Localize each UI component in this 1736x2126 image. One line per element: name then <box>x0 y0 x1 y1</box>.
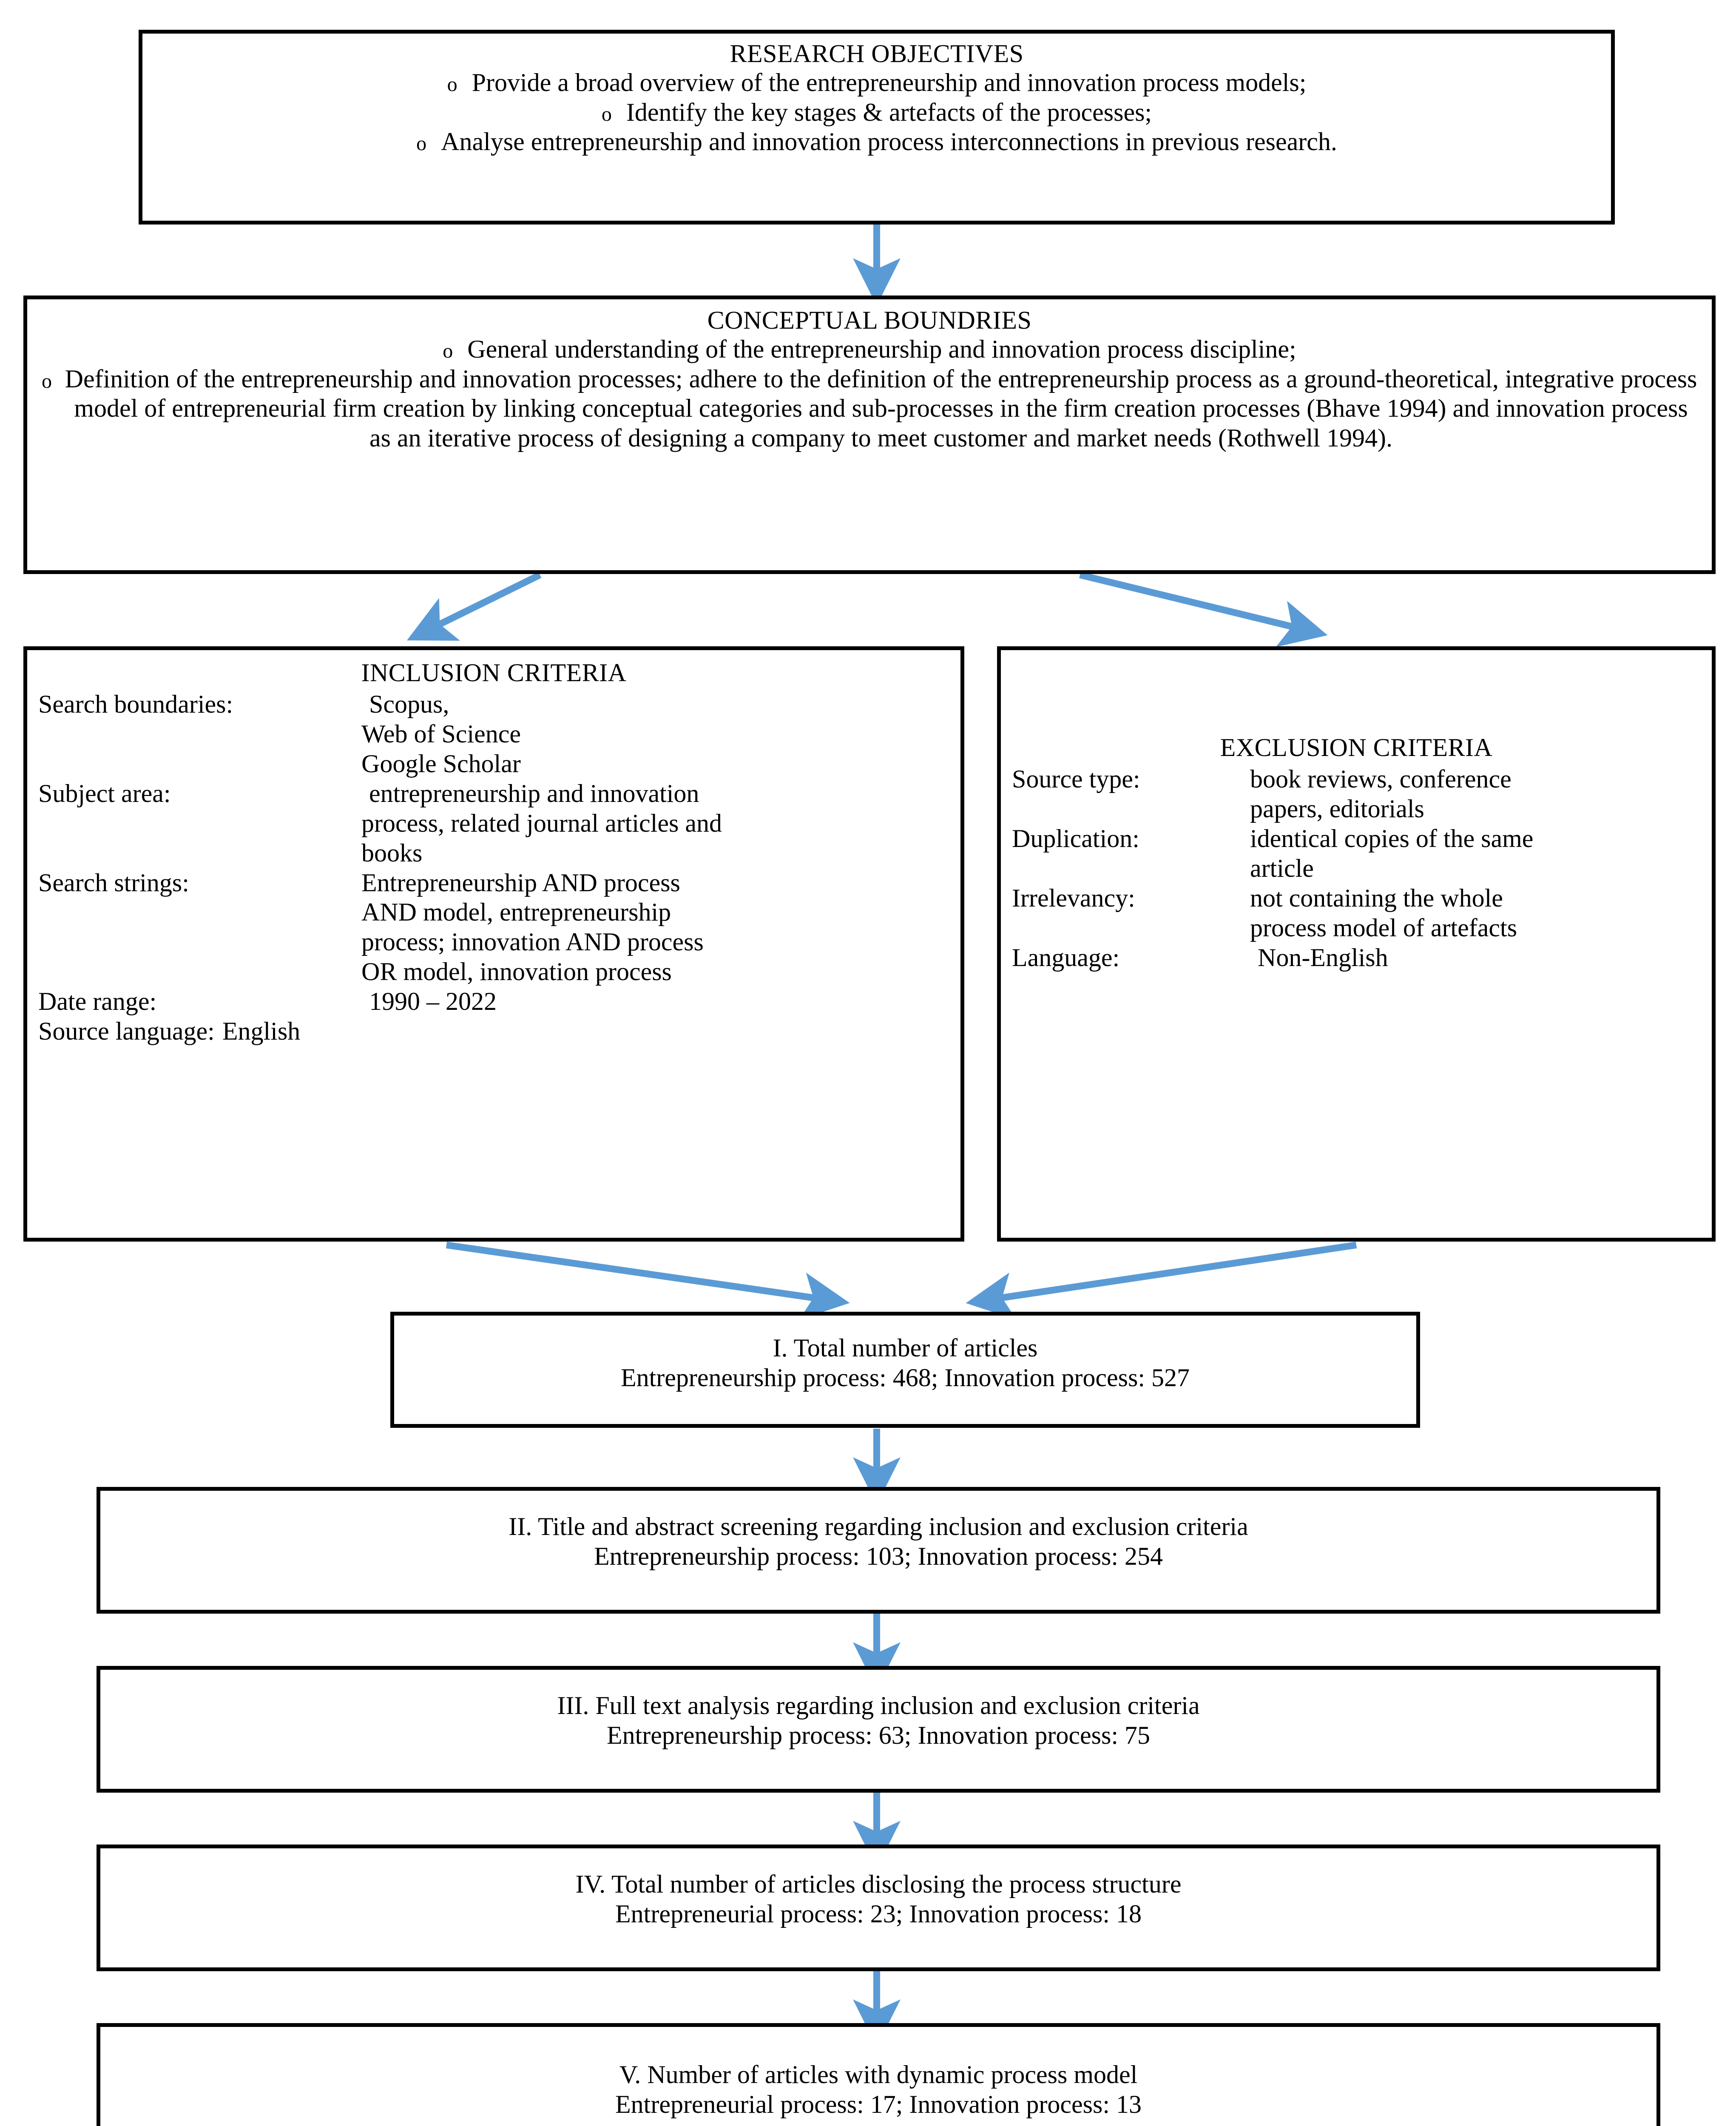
inclusion-value-line: AND model, entrepreneurship <box>361 898 671 927</box>
exclusion-row-key: Irrelevancy: <box>1012 884 1135 912</box>
inclusion-row-key: Subject area: <box>38 779 171 807</box>
exclusion-row-key: Source type: <box>1012 765 1140 793</box>
inclusion-criteria-box: INCLUSION CRITERIA Search boundaries: Sc… <box>23 646 964 1242</box>
inclusion-value-line: OR model, innovation process <box>361 958 672 986</box>
exclusion-value-line: identical copies of the same <box>1250 824 1534 853</box>
exclusion-row-values: Non-English <box>1250 943 1701 973</box>
bullet-glyph-icon: o <box>416 132 427 155</box>
exclusion-value-line: Non-English <box>1258 943 1388 972</box>
conceptual-boundaries-box: CONCEPTUAL BOUNDRIES o General understan… <box>23 296 1716 574</box>
exclusion-row-values: not containing the whole process model o… <box>1250 884 1701 943</box>
stage-2-title: II. Title and abstract screening regardi… <box>509 1512 1248 1540</box>
research-objectives-bullet-2: o Identify the key stages & artefacts of… <box>159 98 1594 128</box>
inclusion-row-subject-area: Subject area: entrepreneurship and innov… <box>38 779 949 868</box>
inclusion-row-search-boundaries: Search boundaries: Scopus, Web of Scienc… <box>38 690 949 779</box>
inclusion-row-values: Entrepreneurship AND process AND model, … <box>361 868 949 987</box>
research-objectives-bullet-1-text: Provide a broad overview of the entrepre… <box>472 68 1307 97</box>
stage-4-box: IV. Total number of articles disclosing … <box>97 1845 1660 1971</box>
inclusion-row-key: Source language: <box>38 1017 215 1045</box>
exclusion-value-line: not containing the whole <box>1250 884 1503 912</box>
exclusion-row-key: Duplication: <box>1012 824 1139 853</box>
stage-4-title: IV. Total number of articles disclosing … <box>575 1870 1182 1898</box>
arrow-boundaries-to-exclusion <box>1079 571 1328 647</box>
stage-2-counts: Entrepreneurship process: 103; Innovatio… <box>594 1542 1163 1570</box>
research-objectives-box: RESEARCH OBJECTIVES o Provide a broad ov… <box>139 30 1615 225</box>
inclusion-row-key: Search strings: <box>38 868 189 897</box>
stage-3-title: III. Full text analysis regarding inclus… <box>557 1691 1200 1720</box>
inclusion-value-line: Google Scholar <box>361 749 521 778</box>
conceptual-boundaries-bullet-1-text: General understanding of the entrepreneu… <box>467 335 1296 364</box>
exclusion-row-duplication: Duplication: identical copies of the sam… <box>1012 824 1701 884</box>
bullet-glyph-icon: o <box>447 73 457 96</box>
conceptual-boundaries-bullet-1: o General understanding of the entrepren… <box>42 335 1697 364</box>
exclusion-row-values: book reviews, conference papers, editori… <box>1250 765 1701 824</box>
inclusion-row-key: Search boundaries: <box>38 690 233 719</box>
inclusion-value-line: books <box>361 838 423 867</box>
exclusion-value-line: process model of artefacts <box>1250 913 1517 942</box>
inclusion-row-values: 1990 – 2022 <box>361 987 949 1017</box>
inclusion-value-line: 1990 – 2022 <box>369 987 497 1016</box>
bullet-glyph-icon: o <box>601 102 612 125</box>
stage-1-box: I. Total number of articles Entrepreneur… <box>390 1312 1420 1428</box>
inclusion-value-line: Entrepreneurship AND process <box>361 868 680 897</box>
exclusion-row-language: Language: Non-English <box>1012 943 1701 973</box>
research-objectives-heading: RESEARCH OBJECTIVES <box>730 40 1024 68</box>
conceptual-boundaries-heading: CONCEPTUAL BOUNDRIES <box>707 306 1032 334</box>
inclusion-row-source-language: Source language: English <box>38 1017 949 1046</box>
stage-5-title: V. Number of articles with dynamic proce… <box>619 2061 1138 2089</box>
inclusion-value-line: process, related journal articles and <box>361 809 722 837</box>
stage-3-counts: Entrepreneurship process: 63; Innovation… <box>606 1721 1151 1749</box>
bullet-glyph-icon: o <box>443 340 453 363</box>
arrow-exclusion-to-stage-1 <box>966 1242 1357 1320</box>
exclusion-criteria-heading: EXCLUSION CRITERIA <box>1220 733 1493 762</box>
exclusion-row-key: Language: <box>1012 943 1120 972</box>
bullet-glyph-icon: o <box>42 369 52 392</box>
conceptual-boundaries-bullet-2: o Definition of the entrepreneurship and… <box>42 364 1697 453</box>
inclusion-value-line: entrepreneurship and innovation <box>369 779 699 807</box>
conceptual-boundaries-bullet-2-text: Definition of the entrepreneurship and i… <box>65 364 1697 452</box>
exclusion-value-line: papers, editorials <box>1250 795 1424 823</box>
research-objectives-bullet-3: o Analyse entrepreneurship and innovatio… <box>159 127 1594 157</box>
inclusion-row-date-range: Date range: 1990 – 2022 <box>38 987 949 1017</box>
stage-2-box: II. Title and abstract screening regardi… <box>97 1487 1660 1614</box>
inclusion-row-values: English <box>222 1017 949 1046</box>
exclusion-value-line: book reviews, conference <box>1250 765 1512 793</box>
research-objectives-bullet-3-text: Analyse entrepreneurship and innovation … <box>441 128 1337 156</box>
inclusion-row-values: Scopus, Web of Science Google Scholar <box>361 690 949 779</box>
inclusion-value-line: Scopus, <box>369 690 449 719</box>
research-objectives-bullet-1: o Provide a broad overview of the entrep… <box>159 68 1594 98</box>
stage-5-box: V. Number of articles with dynamic proce… <box>97 2023 1660 2126</box>
arrow-inclusion-to-stage-1 <box>446 1242 850 1320</box>
inclusion-row-values: entrepreneurship and innovation process,… <box>361 779 949 868</box>
exclusion-value-line: article <box>1250 854 1314 882</box>
stage-1-counts: Entrepreneurship process: 468; Innovatio… <box>620 1363 1190 1392</box>
inclusion-value-line: English <box>222 1017 301 1045</box>
exclusion-row-source-type: Source type: book reviews, conference pa… <box>1012 765 1701 824</box>
inclusion-row-search-strings: Search strings: Entrepreneurship AND pro… <box>38 868 949 987</box>
stage-3-box: III. Full text analysis regarding inclus… <box>97 1666 1660 1793</box>
inclusion-value-line: process; innovation AND process <box>361 928 704 956</box>
stage-5-counts: Entrepreneurial process: 17; Innovation … <box>615 2090 1142 2118</box>
inclusion-criteria-heading: INCLUSION CRITERIA <box>361 659 627 687</box>
exclusion-row-irrelevancy: Irrelevancy: not containing the whole pr… <box>1012 884 1701 943</box>
exclusion-row-values: identical copies of the same article <box>1250 824 1701 884</box>
stage-4-counts: Entrepreneurial process: 23; Innovation … <box>615 1899 1142 1928</box>
inclusion-row-key: Date range: <box>38 987 157 1016</box>
inclusion-value-line: Web of Science <box>361 720 521 748</box>
stage-1-title: I. Total number of articles <box>773 1334 1038 1362</box>
research-objectives-bullet-2-text: Identify the key stages & artefacts of t… <box>626 98 1152 126</box>
arrow-boundaries-to-inclusion <box>406 571 542 641</box>
exclusion-criteria-box: EXCLUSION CRITERIA Source type: book rev… <box>997 646 1716 1242</box>
